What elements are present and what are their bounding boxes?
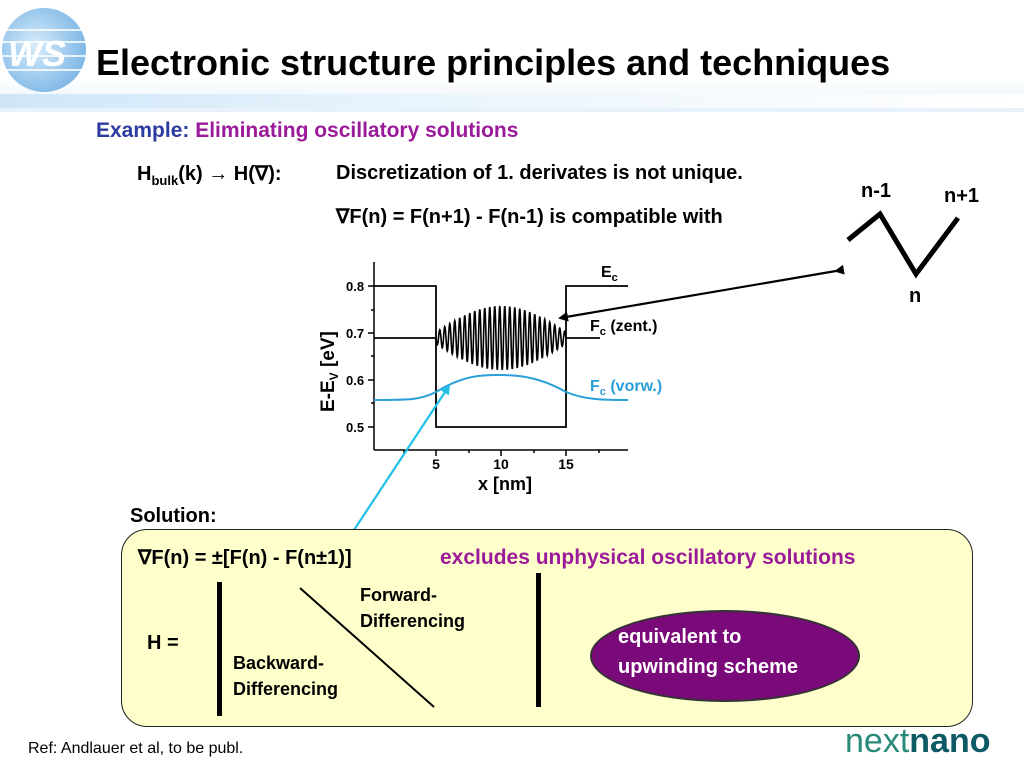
fc-zent-label: Fc (zent.) bbox=[590, 318, 657, 338]
forward-differencing-label: Forward- Differencing bbox=[360, 582, 465, 634]
solution-label: Solution: bbox=[130, 505, 217, 527]
page-title: Electronic structure principles and tech… bbox=[96, 42, 891, 83]
hbulk-rest: (k) → H(∇): bbox=[178, 163, 282, 185]
y-tick-label: 0.6 bbox=[346, 373, 364, 388]
hbulk-h: H bbox=[137, 163, 152, 185]
header-band bbox=[0, 0, 1024, 112]
grid-label-n-plus-1: n+1 bbox=[944, 185, 980, 207]
forward-line-2: Differencing bbox=[360, 611, 466, 631]
ws-logo: WS bbox=[2, 8, 90, 92]
forward-line-1: Forward- bbox=[360, 585, 438, 605]
backward-line-2: Differencing bbox=[233, 679, 339, 699]
hbulk-sub: bulk bbox=[151, 173, 179, 188]
zigzag-grid-line bbox=[846, 210, 960, 279]
y-tick-label: 0.8 bbox=[346, 279, 364, 294]
h-equals-label: H = bbox=[147, 632, 179, 654]
excludes-text: excludes unphysical oscillatory solution… bbox=[440, 546, 856, 569]
subtitle: Example: Eliminating oscillatory solutio… bbox=[96, 119, 518, 143]
y-tick-label: 0.7 bbox=[346, 326, 364, 341]
matrix-bar-left bbox=[217, 582, 222, 716]
ellipse-line-1: equivalent to bbox=[618, 626, 742, 648]
cyan-arrow bbox=[343, 384, 451, 543]
diagonal-line bbox=[299, 587, 435, 708]
brand-light: next bbox=[845, 722, 910, 760]
discretization-text: Discretization of 1. derivates is not un… bbox=[336, 162, 743, 184]
grid-label-n: n bbox=[909, 285, 922, 307]
brand-bold: nano bbox=[909, 722, 991, 760]
reference-text: Ref: Andlauer et al, to be publ. bbox=[28, 740, 244, 757]
subtitle-label: Example: bbox=[96, 119, 190, 142]
y-axis-label: E-EV [eV] bbox=[318, 331, 341, 412]
upwinding-ellipse: equivalent to upwinding scheme bbox=[590, 610, 860, 702]
backward-differencing-label: Backward- Differencing bbox=[233, 650, 338, 702]
ellipse-line-2: upwinding scheme bbox=[618, 656, 799, 678]
grid-label-n-minus-1: n-1 bbox=[861, 180, 891, 202]
subtitle-value: Eliminating oscillatory solutions bbox=[195, 119, 519, 142]
x-tick-label: 10 bbox=[493, 456, 509, 472]
nextnano-logo: nextnano bbox=[845, 722, 990, 761]
logo-text: WS bbox=[8, 33, 66, 74]
fc-zent-oscillation bbox=[435, 305, 567, 371]
x-tick-label: 15 bbox=[558, 456, 574, 472]
x-axis-label: x [nm] bbox=[478, 474, 532, 494]
nabla-definition-text: ∇F(n) = F(n+1) - F(n-1) is compatible wi… bbox=[336, 206, 723, 228]
solution-formula: ∇F(n) = ±[F(n) - F(n±1)] bbox=[138, 547, 352, 569]
backward-line-1: Backward- bbox=[233, 653, 325, 673]
header-stripe bbox=[0, 94, 1024, 108]
fc-vorw-label: Fc (vorw.) bbox=[590, 378, 662, 398]
hbulk-mapping: Hbulk(k) → H(∇): bbox=[137, 161, 282, 188]
black-arrow bbox=[558, 264, 845, 322]
matrix-bar-right bbox=[536, 573, 541, 707]
